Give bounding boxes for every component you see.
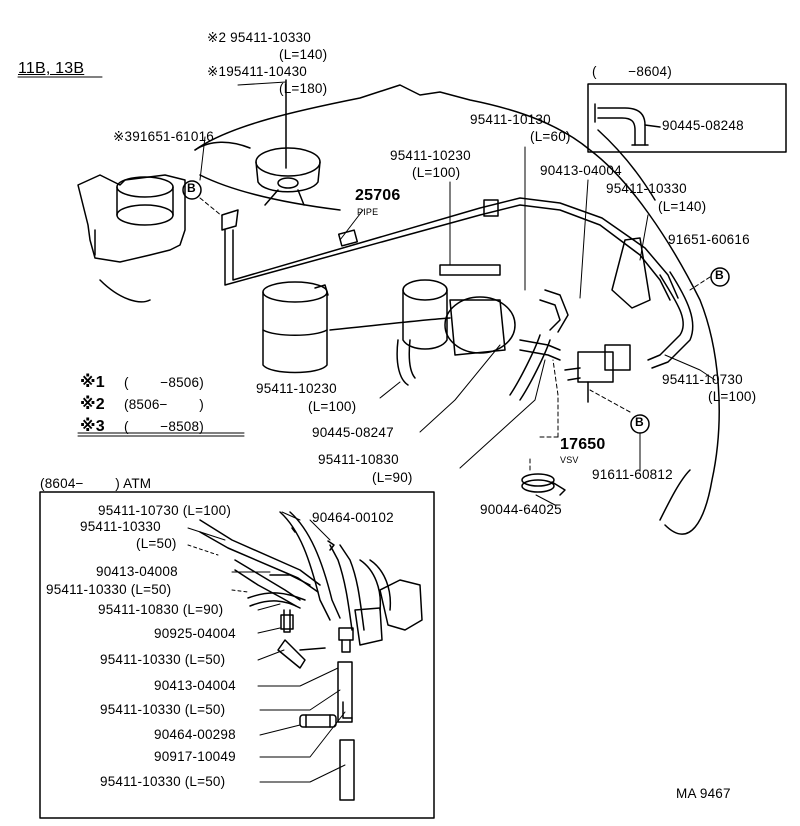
- model-header: 11B, 13B: [18, 60, 85, 77]
- part-95411-10230-bottom-len: (L=100): [308, 399, 357, 414]
- callout-b-3: B: [635, 415, 644, 429]
- part-95411-10130-len: (L=60): [530, 129, 571, 144]
- atm-leader-lines: [187, 511, 346, 783]
- atm-part-9: 95411-10330 (L=50): [100, 652, 226, 667]
- filler-cap-assembly: [77, 174, 186, 303]
- inset-top-title: ( −8604): [592, 64, 672, 79]
- notes-underline: [77, 432, 245, 437]
- part-25706: 25706: [355, 187, 401, 204]
- engine-outline: [194, 84, 720, 535]
- part-95411-10430: ※195411-10430: [207, 64, 307, 79]
- note-range-1: ( −8506): [124, 375, 204, 390]
- atm-part-5: 90413-04008: [96, 564, 178, 579]
- part-25706-sub: PIPE: [357, 207, 379, 217]
- atm-part-13: 90917-10049: [154, 749, 236, 764]
- part-95411-10330-right-len: (L=140): [658, 199, 707, 214]
- inset-top-box: [587, 83, 787, 153]
- note-mark-1: ※1: [80, 374, 105, 391]
- inset-bottom-box: [39, 491, 435, 819]
- note-mark-2: ※2: [80, 396, 105, 413]
- clamp: [521, 473, 566, 496]
- part-95411-10230-top: 95411-10230: [390, 148, 471, 163]
- part-95411-10230-top-len: (L=100): [412, 165, 461, 180]
- callout-b-1: B: [187, 181, 196, 195]
- part-91651-60616: 91651-60616: [668, 232, 750, 247]
- atm-part-4: 90464-00102: [312, 510, 394, 525]
- part-95411-10730: 95411-10730: [662, 372, 743, 387]
- part-91611-60812: 91611-60812: [592, 467, 673, 482]
- atm-part-2: 95411-10330: [80, 519, 161, 534]
- vsv-hoses: [509, 289, 569, 401]
- atm-part-11: 95411-10330 (L=50): [100, 702, 226, 717]
- part-90044-64025: 90044-64025: [480, 502, 562, 517]
- part-90445-08247: 90445-08247: [312, 425, 394, 440]
- note-range-3: ( −8508): [124, 419, 204, 434]
- canister: [262, 281, 329, 374]
- atm-part-14: 95411-10330 (L=50): [100, 774, 226, 789]
- callout-b-2: B: [715, 268, 724, 282]
- part-95411-10330-l140-top: ※2 95411-10330: [207, 30, 311, 45]
- center-unit: [396, 264, 516, 386]
- part-95411-10430-len: (L=180): [279, 81, 328, 96]
- part-17650-sub: VSV: [560, 455, 579, 465]
- part-95411-10730-len: (L=100): [708, 389, 757, 404]
- part-90413-04004: 90413-04004: [540, 163, 622, 178]
- diagram-code: MA 9467: [676, 786, 731, 801]
- hose-group-right: [611, 237, 694, 369]
- inset-bottom-title: (8604− ) ATM: [40, 476, 152, 491]
- part-95411-10830: 95411-10830: [318, 452, 399, 467]
- part-95411-10230-bottom: 95411-10230: [256, 381, 337, 396]
- leader-lines: [199, 81, 716, 506]
- atm-part-1: 95411-10730 (L=100): [98, 503, 232, 518]
- part-17650: 17650: [560, 436, 606, 453]
- part-95411-10830-len: (L=90): [372, 470, 413, 485]
- funnel: [255, 79, 321, 206]
- part-91651-61016: ※391651-61016: [113, 129, 214, 144]
- part-95411-10130: 95411-10130: [470, 112, 551, 127]
- part-95411-10330-l140-top-len: (L=140): [279, 47, 328, 62]
- part-90445-08248: 90445-08248: [662, 118, 744, 133]
- note-range-2: (8506− ): [124, 397, 204, 412]
- note-mark-3: ※3: [80, 418, 105, 435]
- atm-part-8: 90925-04004: [154, 626, 236, 641]
- part-95411-10330-right: 95411-10330: [606, 181, 687, 196]
- atm-part-3: (L=50): [136, 536, 177, 551]
- atm-part-7: 95411-10830 (L=90): [98, 602, 224, 617]
- atm-part-12: 90464-00298: [154, 727, 236, 742]
- atm-part-6: 95411-10330 (L=50): [46, 582, 172, 597]
- vsv-17650: [564, 344, 631, 403]
- atm-part-10: 90413-04004: [154, 678, 236, 693]
